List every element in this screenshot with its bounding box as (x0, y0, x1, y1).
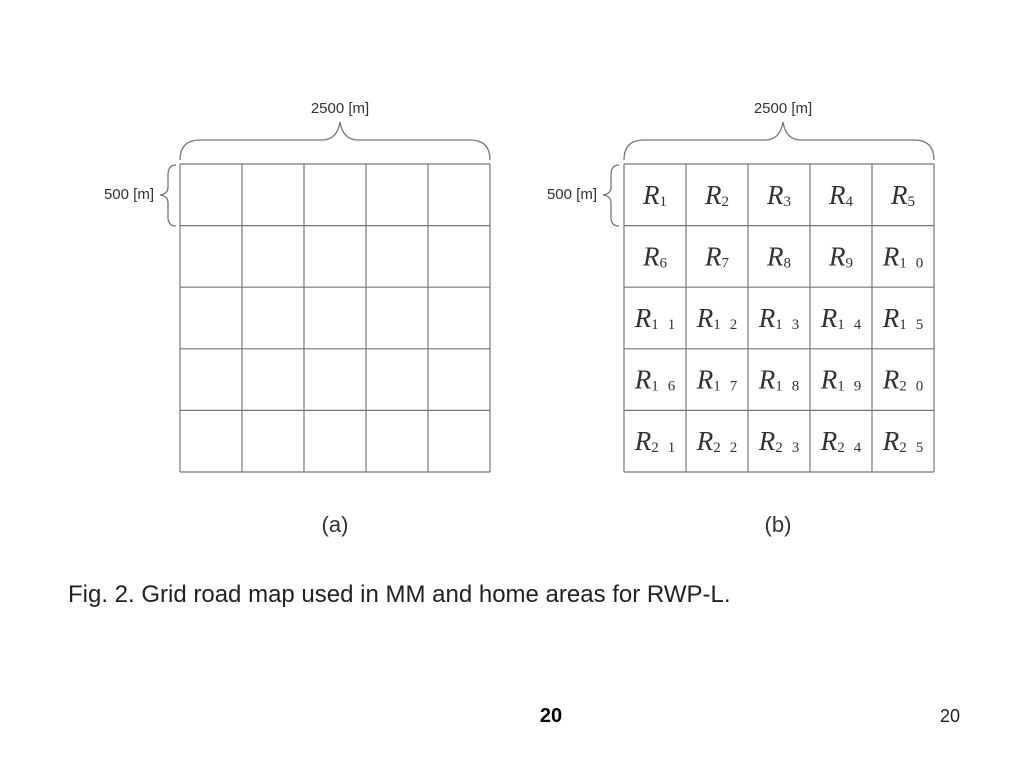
panel-b-height-brace (602, 164, 620, 227)
region-subscript: 13 (775, 317, 799, 333)
region-label: R11 (634, 303, 676, 333)
panel-a-label: (a) (322, 512, 349, 537)
region-subscript: 2 (722, 194, 730, 210)
region-label: R17 (696, 365, 738, 395)
region-label: R10 (882, 241, 924, 271)
region-letter: R (696, 426, 714, 456)
region-letter: R (766, 241, 784, 271)
region-subscript: 4 (846, 194, 854, 210)
panel-b-height-label: 500 [m] (547, 186, 597, 203)
grid-road-map-figure: 2500 [m] 500 [m] (a) 2500 [m] 500 [m] R1… (104, 100, 935, 537)
region-subscript: 6 (660, 255, 668, 271)
region-letter: R (696, 303, 714, 333)
region-letter: R (820, 303, 838, 333)
region-letter: R (758, 365, 776, 395)
region-label: R18 (758, 365, 800, 395)
region-label: R15 (882, 303, 924, 333)
region-label: R8 (766, 241, 791, 271)
region-subscript: 11 (651, 317, 675, 333)
region-subscript: 12 (713, 317, 737, 333)
region-letter: R (642, 180, 660, 210)
region-letter: R (766, 180, 784, 210)
region-subscript: 23 (775, 440, 799, 456)
region-label: R19 (820, 365, 862, 395)
region-letter: R (758, 426, 776, 456)
region-subscript: 25 (899, 440, 923, 456)
region-letter: R (642, 241, 660, 271)
panel-a-grid-map: 2500 [m] 500 [m] (a) (104, 100, 491, 537)
region-label: R22 (696, 426, 738, 456)
region-letter: R (882, 303, 900, 333)
region-subscript: 17 (713, 379, 738, 395)
slide-number-center: 20 (539, 705, 563, 727)
region-letter: R (704, 241, 722, 271)
region-subscript: 24 (837, 440, 862, 456)
region-label: R13 (758, 303, 800, 333)
region-letter: R (882, 365, 900, 395)
region-letter: R (704, 180, 722, 210)
region-subscript: 19 (837, 379, 861, 395)
panel-b-label: (b) (765, 512, 792, 537)
region-label: R2 (704, 180, 729, 210)
panel-a-height-brace (159, 164, 177, 227)
panel-a-grid (179, 163, 491, 473)
region-letter: R (634, 303, 652, 333)
figure-caption: Fig. 2. Grid road map used in MM and hom… (68, 581, 731, 608)
region-letter: R (828, 241, 846, 271)
region-label: R3 (766, 180, 791, 210)
region-subscript: 22 (713, 440, 737, 456)
region-label: R25 (882, 426, 924, 456)
panel-b-grid (623, 163, 935, 473)
region-label: R21 (634, 426, 676, 456)
region-subscript: 16 (651, 379, 676, 395)
region-label: R24 (820, 426, 862, 456)
region-label: R12 (696, 303, 738, 333)
region-subscript: 15 (899, 317, 923, 333)
region-subscript: 7 (722, 255, 730, 271)
region-label: R9 (828, 241, 853, 271)
region-letter: R (882, 426, 900, 456)
region-letter: R (758, 303, 776, 333)
region-label: R1 (642, 180, 667, 210)
region-subscript: 3 (784, 194, 792, 210)
region-label: R14 (820, 303, 862, 333)
region-label: R4 (828, 180, 854, 210)
region-subscript: 5 (908, 194, 916, 210)
region-letter: R (696, 365, 714, 395)
region-label: R16 (634, 365, 676, 395)
region-letter: R (882, 241, 900, 271)
region-subscript: 10 (899, 255, 923, 271)
slide-number-right: 20 (940, 706, 961, 726)
panel-a-width-brace (179, 121, 491, 161)
region-subscript: 14 (837, 317, 862, 333)
region-subscript: 20 (899, 379, 923, 395)
region-subscript: 21 (651, 440, 675, 456)
region-label: R5 (890, 180, 915, 210)
region-subscript: 18 (775, 379, 799, 395)
region-subscript: 1 (660, 194, 668, 210)
region-label: R7 (704, 241, 730, 271)
region-subscript: 8 (784, 255, 792, 271)
region-label: R23 (758, 426, 800, 456)
panel-a-height-label: 500 [m] (104, 186, 154, 203)
region-letter: R (820, 426, 838, 456)
region-letter: R (890, 180, 908, 210)
region-label: R20 (882, 365, 924, 395)
panel-a-width-label: 2500 [m] (311, 100, 369, 117)
region-subscript: 9 (846, 255, 854, 271)
panel-b-width-label: 2500 [m] (754, 100, 812, 117)
region-letter: R (828, 180, 846, 210)
region-label: R6 (642, 241, 668, 271)
region-letter: R (634, 365, 652, 395)
region-letter: R (634, 426, 652, 456)
panel-b-width-brace (623, 121, 935, 161)
region-letter: R (820, 365, 838, 395)
